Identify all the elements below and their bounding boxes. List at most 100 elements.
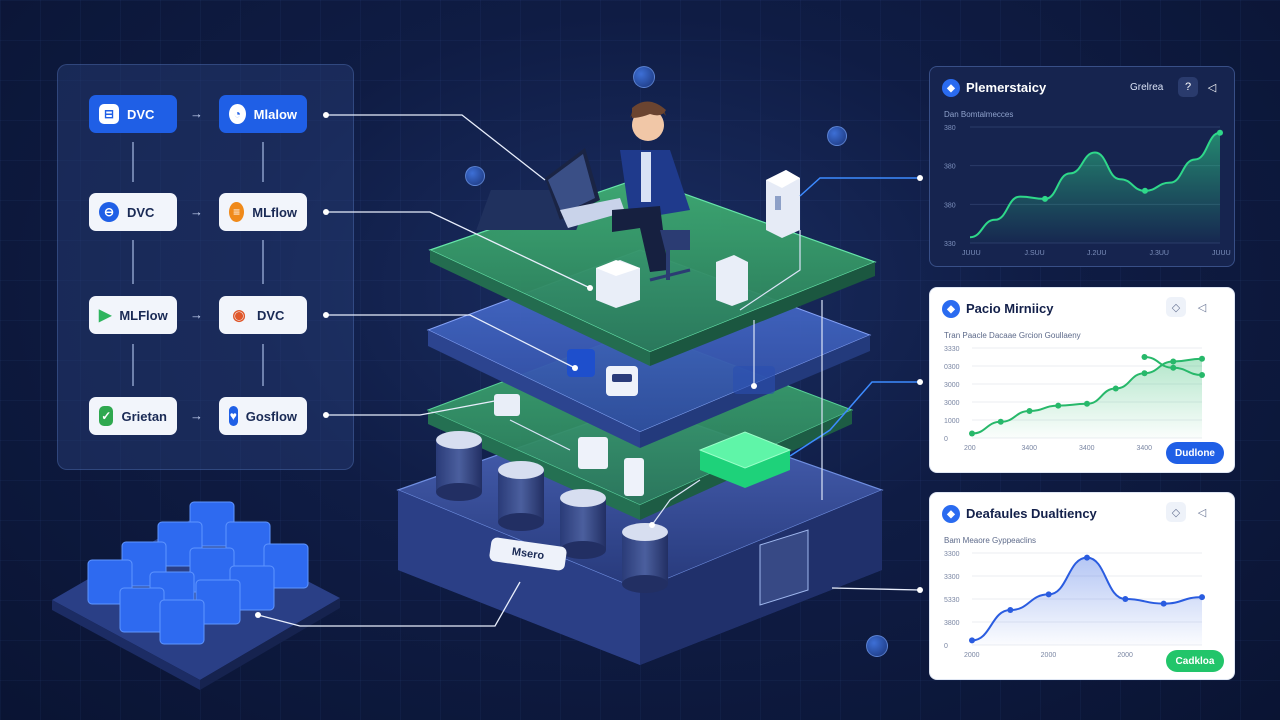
- card-header-button[interactable]: Grelrea: [1130, 82, 1164, 93]
- decorative-orb: [866, 635, 888, 657]
- arrow-right-icon: →: [190, 204, 203, 219]
- data-point: [1199, 594, 1205, 601]
- x-tick-label: J.SUU: [1025, 250, 1045, 257]
- tool-label: DVC: [127, 204, 155, 220]
- drop-icon[interactable]: ◇: [1166, 297, 1186, 317]
- connector-line: [132, 344, 134, 386]
- device-boxes: [596, 170, 800, 308]
- decorative-orb: [633, 66, 655, 88]
- data-point: [1141, 354, 1148, 360]
- y-tick-label: 330: [944, 241, 956, 248]
- tool-label: Gosflow: [245, 408, 297, 424]
- y-tick-label: 3300: [944, 574, 960, 581]
- data-point: [969, 430, 975, 437]
- x-tick-label: J.3UU: [1150, 250, 1169, 257]
- data-point: [1160, 600, 1167, 607]
- data-point: [1122, 596, 1129, 602]
- tool-chip-gosflow[interactable]: ♥ Gosflow: [219, 397, 307, 435]
- data-point: [1007, 607, 1014, 614]
- y-tick-label: 380: [944, 202, 956, 209]
- connector-line: [132, 142, 134, 182]
- metrics-card-3: ◆ Deafaules Dualtiency ◇ ◁ Bam Meaore Gy…: [929, 492, 1235, 680]
- x-tick-label: 3400: [1022, 445, 1038, 452]
- mlflow-icon: ≡: [229, 202, 245, 222]
- y-tick-label: 0300: [944, 364, 960, 371]
- tool-label: Mlalow: [253, 106, 297, 122]
- data-point: [1170, 364, 1177, 371]
- card-title: Plemerstaicy: [966, 80, 1047, 95]
- drop-icon[interactable]: ◇: [1166, 502, 1186, 522]
- line-chart: 330033005330380002000200020002000: [944, 551, 1210, 659]
- x-tick-label: 2000: [1041, 652, 1057, 659]
- x-tick-label: 2000: [964, 652, 980, 659]
- lower-layer-items: [494, 394, 792, 496]
- tool-chip-dvc[interactable]: ⊟ DVC: [89, 95, 177, 133]
- decorative-orb: [465, 166, 485, 186]
- series-area: [970, 132, 1220, 243]
- data-point: [1084, 400, 1090, 407]
- card-subtitle: Bam Meaore Gyppeaclins: [944, 536, 1037, 545]
- decorative-orb: [827, 126, 847, 146]
- y-tick-label: 380: [944, 164, 956, 171]
- dvc-icon: ⊖: [99, 202, 119, 222]
- y-tick-label: 1000: [944, 418, 960, 425]
- data-point: [1217, 129, 1223, 136]
- heart-icon: ♥: [229, 406, 238, 426]
- help-icon[interactable]: ?: [1178, 77, 1198, 97]
- play-icon: ▶: [99, 307, 112, 324]
- storage-cylinders: [436, 431, 668, 593]
- connector-line: [262, 142, 264, 182]
- y-tick-label: 3000: [944, 382, 960, 389]
- y-tick-label: 5330: [944, 597, 960, 604]
- tool-label: MLflow: [252, 204, 297, 220]
- metrics-card-1: ◆ Plemerstaicy Grelrea ? ◁ Dan Bomtalmec…: [929, 66, 1235, 267]
- tool-chip-grietan[interactable]: ✓ Grietan: [89, 397, 177, 435]
- metrics-card-2: ◆ Pacio Mirniicy ◇ ◁ Tran Paacle Dacaae …: [929, 287, 1235, 473]
- connector-lines: [257, 114, 921, 627]
- tool-chip-mlflow[interactable]: ◔ Mlalow: [219, 95, 307, 133]
- y-tick-label: 380: [944, 125, 956, 132]
- cube-grid: [52, 501, 340, 690]
- connector-lines-light: [509, 230, 823, 526]
- tool-chip-dvc[interactable]: ⊖ DVC: [89, 193, 177, 231]
- glass-panel: [759, 529, 809, 606]
- y-tick-label: 3800: [944, 620, 960, 627]
- arrow-right-icon: →: [190, 408, 203, 423]
- connector-dots: [255, 112, 923, 618]
- dvc-icon: ◉: [232, 307, 246, 324]
- x-tick-label: 3400: [1079, 445, 1095, 452]
- status-badge[interactable]: Cadkloa: [1166, 650, 1224, 672]
- connector-line: [262, 344, 264, 386]
- data-point: [1141, 370, 1148, 377]
- tool-chip-dvc[interactable]: ◉ DVC: [219, 296, 307, 334]
- data-point: [969, 637, 975, 644]
- connector-lines-blue: [789, 177, 920, 457]
- arrow-right-icon: →: [190, 106, 203, 121]
- tool-label: DVC: [127, 106, 155, 122]
- tool-chip-mlflow[interactable]: ≡ MLflow: [219, 193, 307, 231]
- x-tick-label: 2000: [1117, 652, 1133, 659]
- status-badge[interactable]: Dudlone: [1166, 442, 1224, 464]
- back-icon[interactable]: ◁: [1197, 506, 1207, 519]
- data-point: [1170, 358, 1177, 365]
- x-tick-label: JUUU: [1212, 250, 1231, 257]
- tool-label: DVC: [257, 307, 285, 323]
- card-subtitle: Dan Bomtalmecces: [944, 110, 1014, 119]
- card-title: Pacio Mirniicy: [966, 301, 1054, 316]
- connector-line: [132, 240, 134, 284]
- tool-label: Grietan: [121, 408, 167, 424]
- card-subtitle: Tran Paacle Dacaae Grcion Goullaeny: [944, 331, 1081, 340]
- mlflow-icon: ◔: [229, 104, 246, 124]
- tool-chip-mlflow[interactable]: ▶ MLFlow: [89, 296, 177, 334]
- data-point: [1042, 195, 1048, 202]
- data-point: [1199, 372, 1205, 378]
- dvc-icon: ⊟: [99, 104, 119, 124]
- y-tick-label: 3330: [944, 346, 960, 353]
- data-point: [1199, 355, 1205, 362]
- back-icon[interactable]: ◁: [1207, 81, 1217, 94]
- tool-label: MLFlow: [119, 307, 168, 323]
- back-icon[interactable]: ◁: [1197, 301, 1207, 314]
- data-point: [1142, 187, 1148, 194]
